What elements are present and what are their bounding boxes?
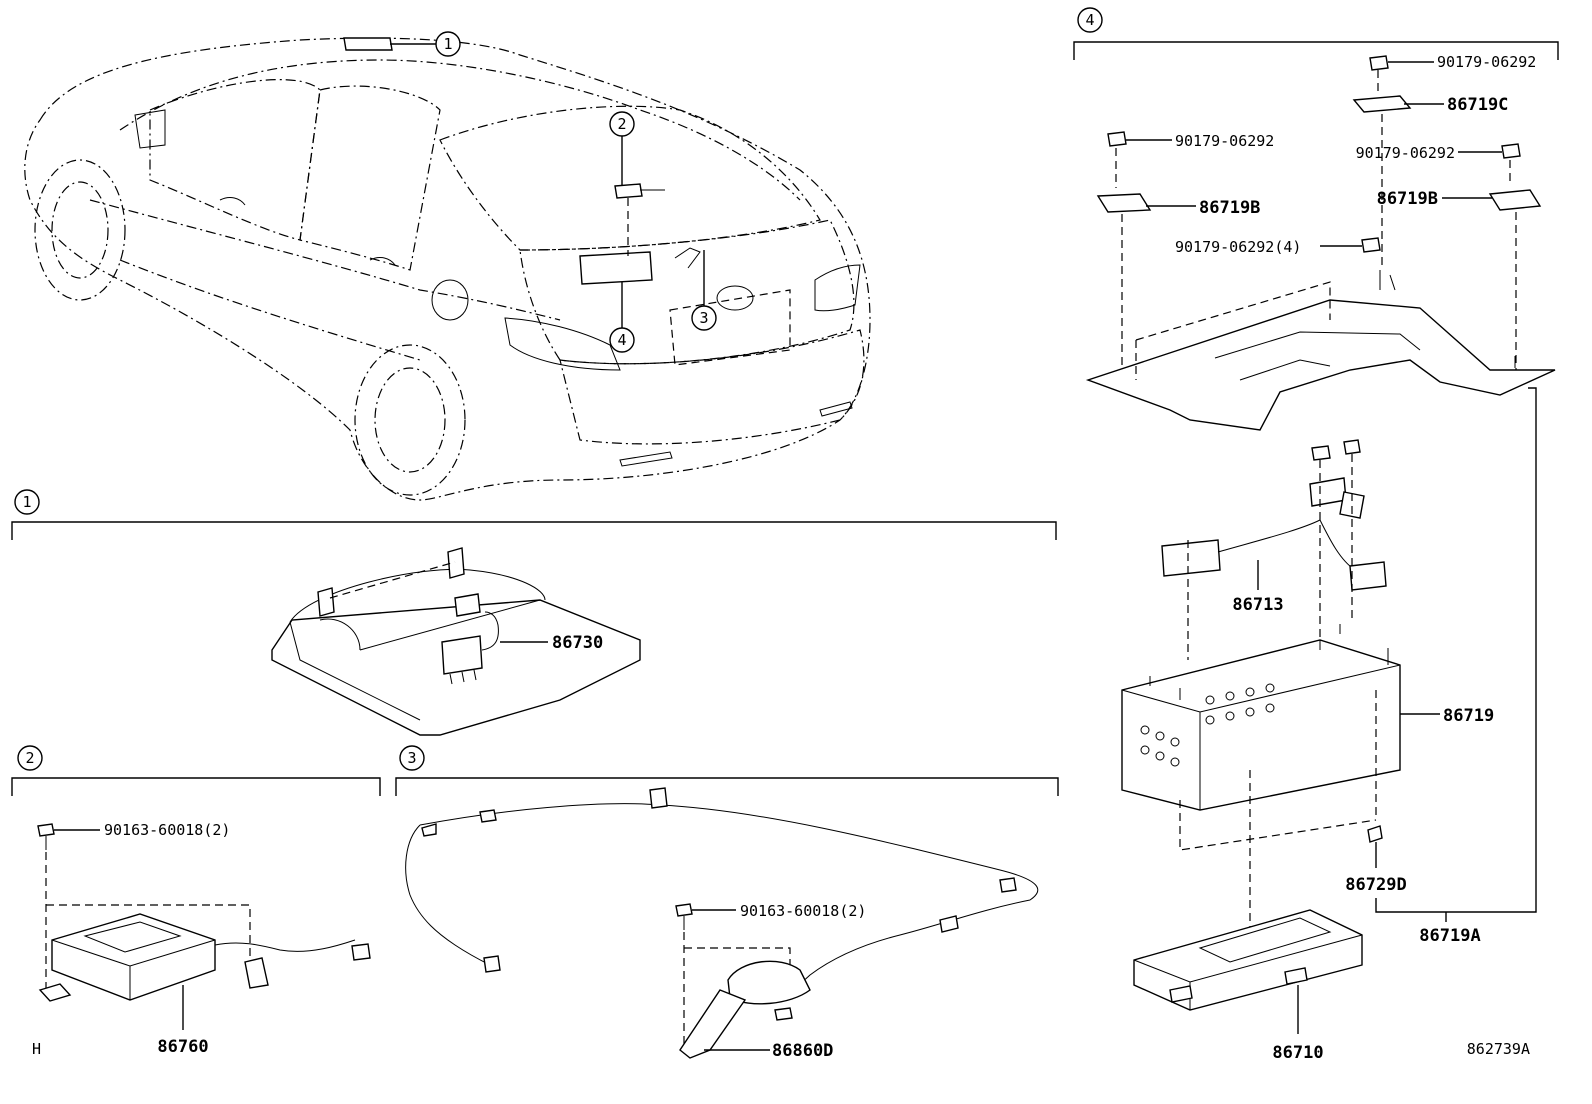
part-86719B-left: 86719B	[1199, 198, 1260, 218]
part-86719C: 86719C	[1447, 95, 1508, 115]
bolt-90163-60018-sec2: 90163-60018(2)	[104, 821, 230, 839]
section-1-label: 1	[22, 493, 31, 511]
nut-90179-06292-right: 90179-06292	[1356, 144, 1455, 162]
footer-letter: H	[32, 1040, 41, 1058]
section-1: 1 86730	[11, 489, 1057, 736]
case-holes	[1140, 683, 1275, 767]
part-86719B-right: 86719B	[1377, 189, 1438, 209]
part-86729D: 86729D	[1345, 875, 1406, 895]
callout-1-car: 1	[443, 35, 452, 53]
nut-90179-06292-4: 90179-06292(4)	[1175, 238, 1301, 256]
drawing-number: 862739A	[1467, 1040, 1530, 1058]
section-3-label: 3	[407, 749, 416, 767]
nut-90179-06292-top: 90179-06292	[1437, 53, 1536, 71]
part-86730: 86730	[552, 633, 603, 653]
part-86860D: 86860D	[772, 1041, 833, 1061]
section-4-label: 4	[1085, 11, 1094, 29]
callout-2-car: 2	[617, 115, 626, 133]
section-3: 3 90163-60018(2) 86860D	[395, 745, 1059, 1061]
section-2-label: 2	[25, 749, 34, 767]
bolt-90163-60018-sec3: 90163-60018(2)	[740, 902, 866, 920]
callout-3-car: 3	[699, 309, 708, 327]
part-86719: 86719	[1443, 706, 1494, 726]
nut-90179-06292-left: 90179-06292	[1175, 132, 1274, 150]
part-86719A: 86719A	[1419, 926, 1480, 946]
callout-4-car: 4	[617, 331, 626, 349]
part-86760: 86760	[157, 1037, 208, 1057]
section-4: 4 90179-06292 86719C 90179-06292 86719B …	[1073, 7, 1559, 1063]
car-overview: 1 2 3 4	[24, 31, 871, 501]
part-86713: 86713	[1232, 595, 1283, 615]
section-2: 2 90163-60018(2) 86760	[11, 745, 381, 1057]
part-86710: 86710	[1272, 1043, 1323, 1063]
